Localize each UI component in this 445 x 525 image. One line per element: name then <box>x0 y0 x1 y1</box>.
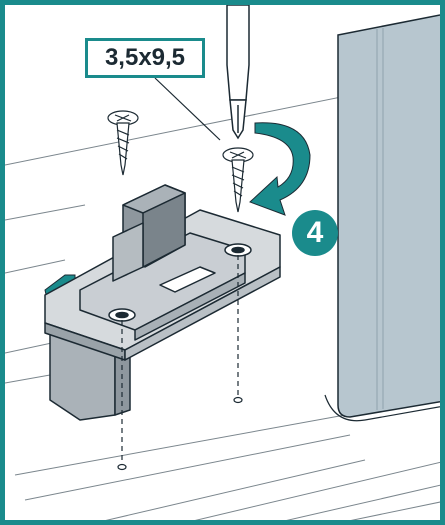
label-leader-line <box>155 78 220 140</box>
rotate-arrow-icon <box>250 123 310 215</box>
bracket-base <box>45 185 280 420</box>
screwdriver-icon <box>227 5 249 138</box>
glass-panel <box>325 13 445 421</box>
screw-icon <box>223 148 253 212</box>
target-hole-right <box>234 398 242 403</box>
assembly-scene <box>5 5 445 525</box>
screw-size-label: 3,5x9,5 <box>85 38 205 78</box>
step-number-badge: 4 <box>292 210 338 256</box>
target-hole-left <box>118 465 126 470</box>
